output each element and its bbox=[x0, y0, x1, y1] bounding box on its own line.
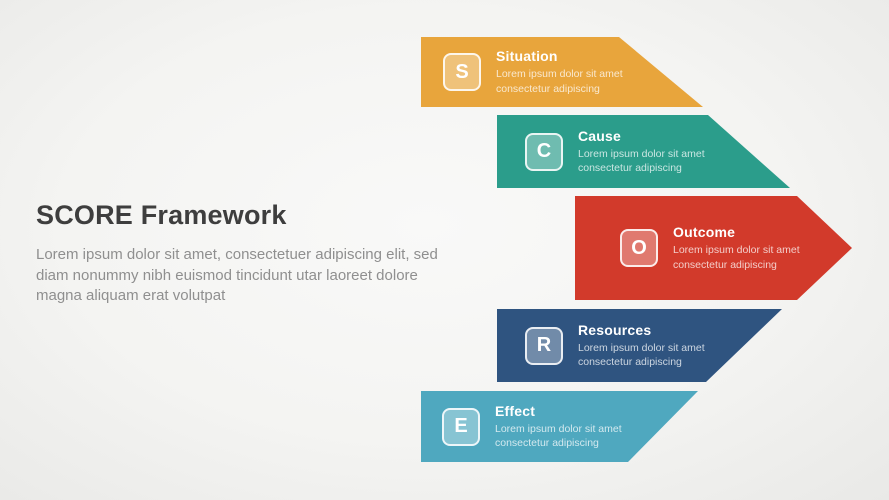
banner-description: Lorem ipsum dolor sit amet consectetur a… bbox=[495, 422, 622, 449]
letter-badge-c: C bbox=[525, 133, 563, 171]
banner-outcome: O Outcome Lorem ipsum dolor sit amet con… bbox=[575, 196, 852, 300]
banner-text-block: Cause Lorem ipsum dolor sit amet consect… bbox=[578, 128, 738, 175]
page-description: Lorem ipsum dolor sit amet, consectetuer… bbox=[36, 246, 438, 305]
banner-description: Lorem ipsum dolor sit amet consectetur a… bbox=[673, 244, 800, 271]
letter-badge-label: C bbox=[536, 140, 552, 162]
letter-badge-r: R bbox=[525, 327, 563, 365]
banner-description: Lorem ipsum dolor sit amet consectetur a… bbox=[496, 68, 623, 95]
banner-text-block: Resources Lorem ipsum dolor sit amet con… bbox=[578, 322, 738, 369]
banner-description: Lorem ipsum dolor sit amet consectetur a… bbox=[578, 147, 705, 174]
letter-badge-label: E bbox=[454, 415, 468, 437]
banner-title: Cause bbox=[578, 127, 622, 144]
letter-badge-label: R bbox=[536, 334, 552, 356]
letter-badge-label: O bbox=[631, 236, 647, 259]
letter-badge-e: E bbox=[442, 408, 480, 446]
banner-title: Situation bbox=[496, 48, 558, 65]
banner-title: Resources bbox=[578, 321, 652, 338]
banner-title: Effect bbox=[495, 402, 536, 419]
intro-section: SCORE Framework Lorem ipsum dolor sit am… bbox=[36, 200, 456, 307]
banner-cause: C Cause Lorem ipsum dolor sit amet conse… bbox=[497, 115, 790, 188]
page-title: SCORE Framework bbox=[36, 200, 287, 230]
banner-title: Outcome bbox=[673, 224, 736, 241]
banner-description: Lorem ipsum dolor sit amet consectetur a… bbox=[578, 341, 705, 368]
banner-situation: S Situation Lorem ipsum dolor sit amet c… bbox=[421, 37, 703, 107]
banner-effect: E Effect Lorem ipsum dolor sit amet cons… bbox=[421, 391, 698, 462]
letter-badge-s: S bbox=[443, 53, 481, 91]
letter-badge-o: O bbox=[620, 229, 658, 267]
banner-text-block: Effect Lorem ipsum dolor sit amet consec… bbox=[495, 403, 655, 450]
letter-badge-label: S bbox=[455, 60, 469, 83]
banner-text-block: Situation Lorem ipsum dolor sit amet con… bbox=[496, 48, 656, 95]
banner-resources: R Resources Lorem ipsum dolor sit amet c… bbox=[497, 309, 782, 382]
banner-text-block: Outcome Lorem ipsum dolor sit amet conse… bbox=[673, 224, 833, 271]
